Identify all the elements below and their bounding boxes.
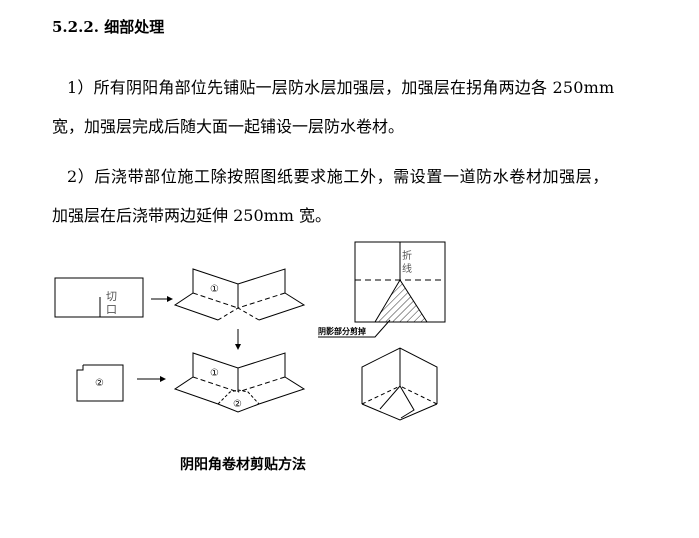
cut-label-2: 口 [106,303,117,316]
box-corner [361,347,438,421]
paragraph-2-line-2: 加强层在后浇带两边延伸 250mm 宽。 [52,206,332,225]
cut-label-1: 切 [106,290,117,303]
corner-figure-1: ① [173,268,306,321]
piece-2-sheet-label: ② [95,378,104,389]
figure-caption: 阴阳角卷材剪贴方法 [180,457,306,473]
fold-label-1: 折 [402,249,412,262]
fold-square: 折 线 阴影部分剪掉 [318,241,446,338]
corner-figure-2: ① ② [173,352,306,413]
paragraph-1-line-1: 1）所有阴阳角部位先铺贴一层防水层加强层，加强层在拐角两边各 250mm [67,78,615,97]
piece-2-sheet: ② [76,364,124,402]
piece-2-label: ② [233,399,242,410]
paragraph-1-line-2: 宽，加强层完成后随大面一起铺设一层防水卷材。 [52,117,405,136]
paragraph-2-line-1: 2）后浇带部位施工除按照图纸要求施工外，需设置一道防水卷材加强层， [67,167,609,186]
section-heading: 5.2.2. 细部处理 [52,18,165,36]
piece-1-label: ① [210,284,219,295]
cut-sheet: 切 口 [54,277,144,318]
piece-1-label-b: ① [210,368,219,379]
shaded-cut-label: 阴影部分剪掉 [318,326,366,336]
fold-label-2: 线 [402,262,412,275]
